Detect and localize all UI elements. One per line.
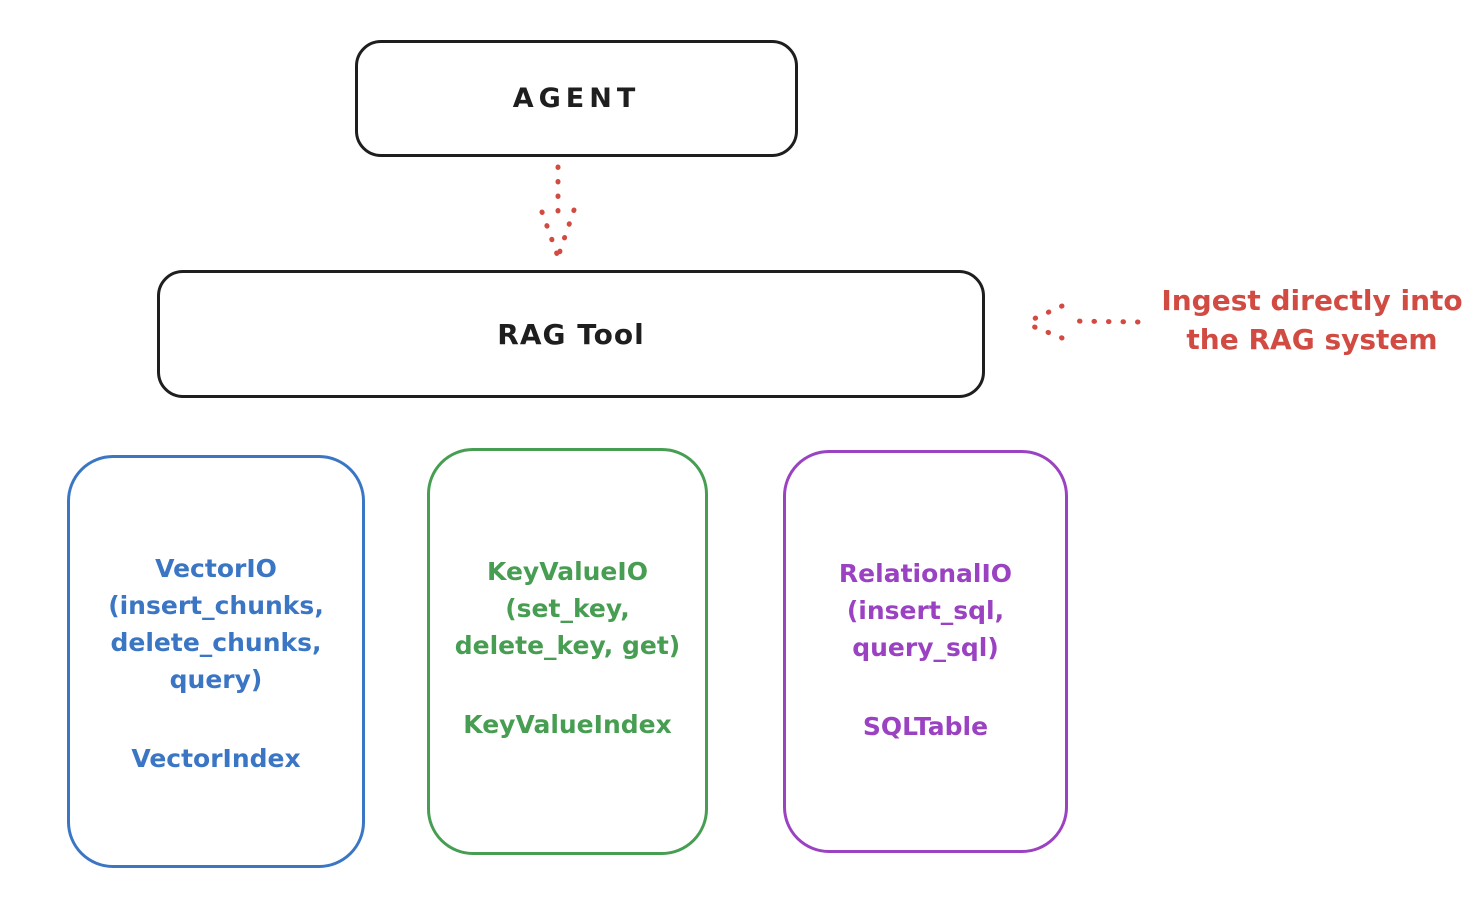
vector-index-label: VectorIndex <box>131 744 301 773</box>
vector-io-signature-line: (insert_chunks, <box>108 591 324 620</box>
vector-io-signature-line: delete_chunks, <box>110 628 322 657</box>
relational-io-title: RelationalIO <box>838 559 1013 588</box>
keyvalue-io-title: KeyValueIO <box>487 557 648 586</box>
keyvalue-io-signature-line: (set_key, <box>505 594 630 623</box>
keyvalue-io-signature-line: delete_key, get) <box>454 631 681 660</box>
rag-tool-node: RAG Tool <box>157 270 985 398</box>
relational-io-signature-line: (insert_sql, <box>846 596 1005 625</box>
rag-tool-label: RAG Tool <box>497 317 645 351</box>
sql-table-label: SQLTable <box>862 712 989 741</box>
relational-io-signature-line: query_sql) <box>852 633 999 662</box>
relational-io-card: RelationalIO (insert_sql, query_sql) SQL… <box>783 450 1068 853</box>
ingest-annotation-line2: the RAG system <box>1186 323 1438 356</box>
keyvalue-index-label: KeyValueIndex <box>463 710 672 739</box>
vector-io-title: VectorIO <box>155 554 277 583</box>
agent-to-rag-arrow-icon <box>539 164 577 257</box>
ingest-annotation: Ingest directly into the RAG system <box>1138 281 1484 359</box>
agent-label: AGENT <box>512 83 641 114</box>
ingest-annotation-line1: Ingest directly into <box>1161 284 1463 317</box>
ingest-arrow-icon <box>1024 303 1141 341</box>
vector-io-signature-line: query) <box>169 665 263 694</box>
vector-io-card: VectorIO (insert_chunks, delete_chunks, … <box>67 455 365 868</box>
keyvalue-io-card: KeyValueIO (set_key, delete_key, get) Ke… <box>427 448 708 855</box>
agent-node: AGENT <box>355 40 798 157</box>
